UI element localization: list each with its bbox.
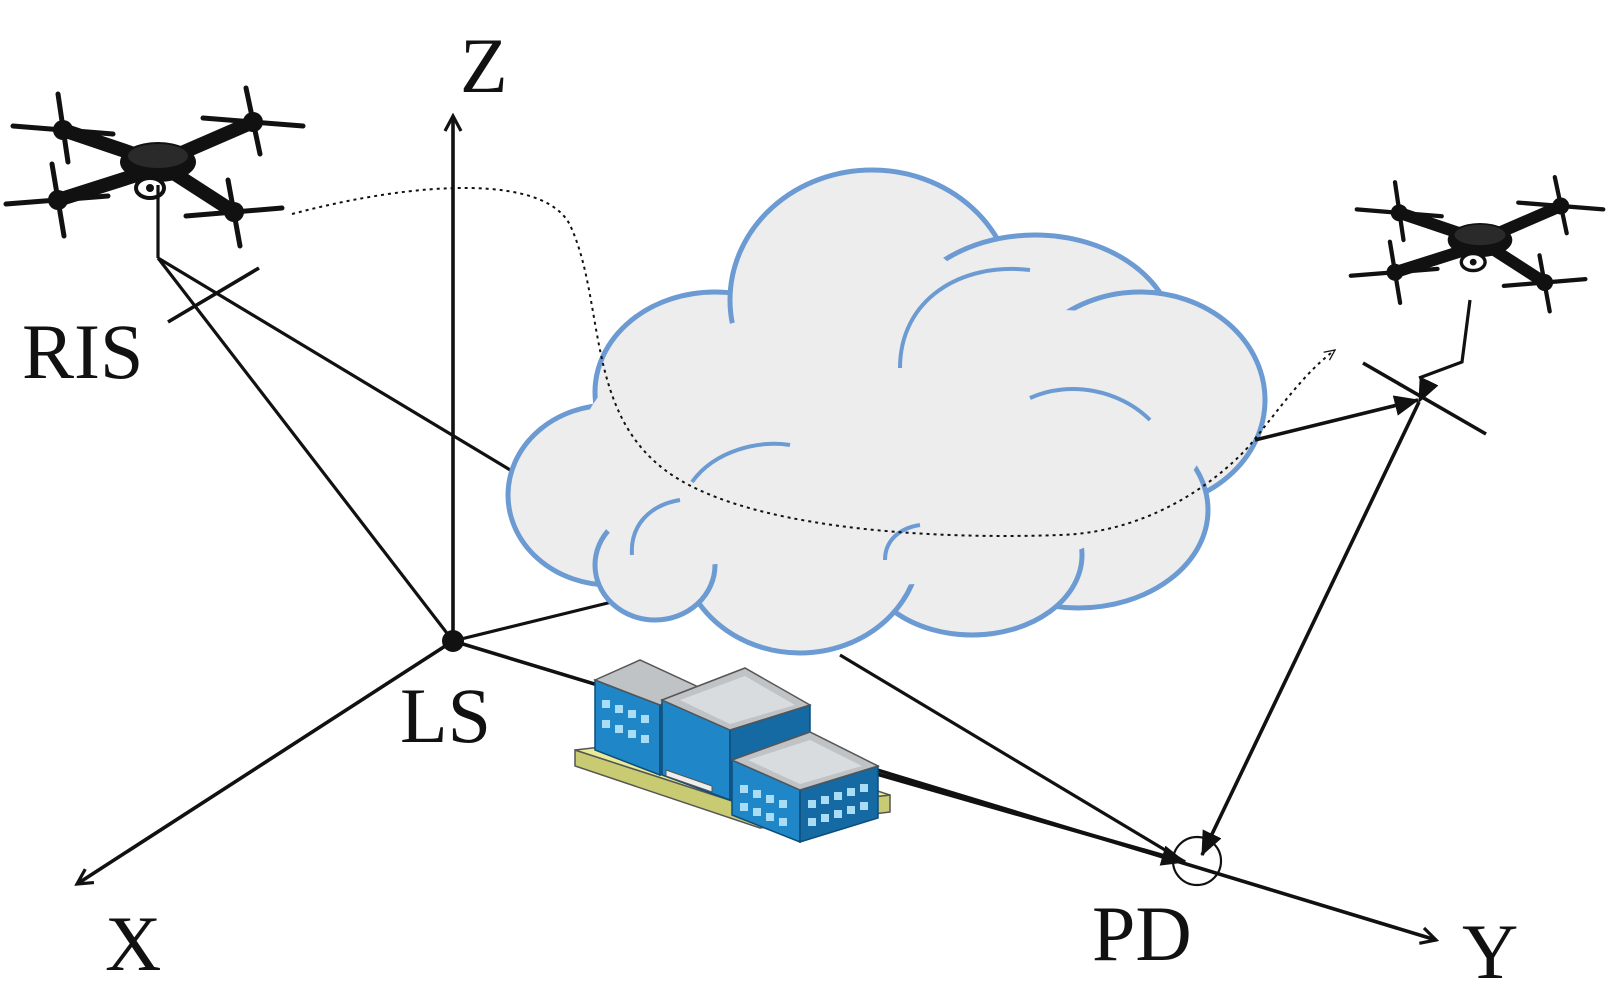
ris-panel-right: [1362, 361, 1487, 436]
ris-to-cloud-link: [157, 256, 561, 502]
ls-to-ris-link: [156, 257, 455, 642]
label-y-axis: Y: [1462, 908, 1518, 995]
ris-right-pd-double-arrow: [1200, 376, 1439, 857]
drone-icon: [6, 88, 303, 246]
x-axis: [77, 639, 454, 884]
label-ls: LS: [400, 672, 491, 759]
ls-to-cloud-link: [452, 598, 621, 643]
label-pd: PD: [1092, 890, 1192, 977]
cloud-to-ris-right-arrow: [1254, 395, 1420, 442]
building-icon: [574, 659, 891, 844]
label-x-axis: X: [105, 900, 161, 987]
pd-marker: [1171, 835, 1223, 887]
uav-left: [6, 88, 303, 258]
label-ris: RIS: [22, 308, 143, 395]
cloud-to-pd-link: [839, 653, 1186, 864]
ls-node: [442, 630, 464, 652]
drone-icon: [1351, 177, 1603, 311]
ris-panel-left: [167, 266, 260, 324]
label-z-axis: Z: [460, 22, 508, 109]
ls-to-pd-arrow: [869, 770, 1187, 866]
cloud-icon: [505, 167, 1268, 656]
uav-right: [1351, 177, 1603, 380]
uav-right-tether: [1418, 299, 1472, 380]
